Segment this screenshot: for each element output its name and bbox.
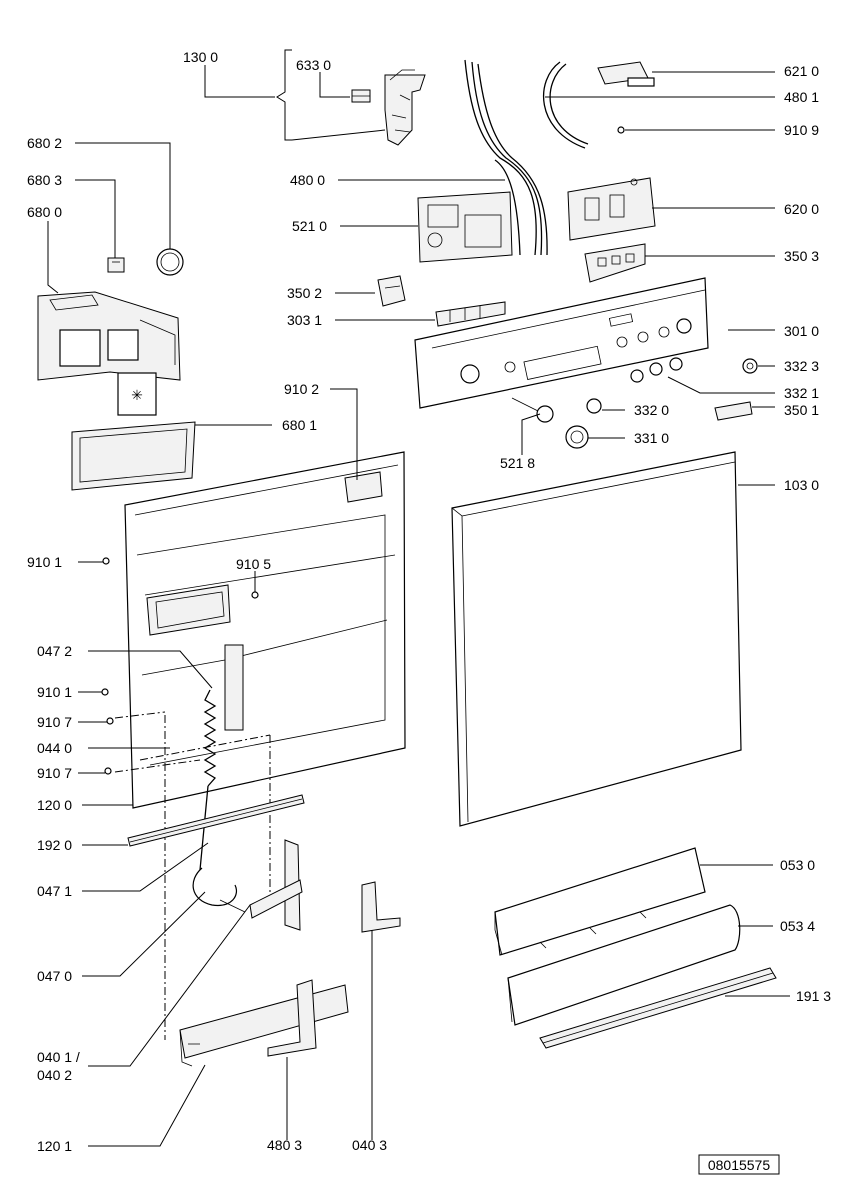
screw-910-5 bbox=[251, 591, 259, 599]
label-332-3: 332 3 bbox=[784, 358, 819, 374]
part-332-3-knob bbox=[742, 358, 758, 374]
label-040-2: 040 2 bbox=[37, 1067, 72, 1083]
label-044-0: 044 0 bbox=[37, 740, 72, 756]
label-620-0: 620 0 bbox=[784, 201, 819, 217]
label-521-0: 521 0 bbox=[292, 218, 327, 234]
screw-910-7b bbox=[104, 767, 112, 775]
label-350-3: 350 3 bbox=[784, 248, 819, 264]
label-521-8: 521 8 bbox=[500, 455, 535, 471]
part-301-0-control-panel bbox=[414, 277, 709, 409]
label-120-0: 120 0 bbox=[37, 797, 72, 813]
part-053-4-kick-cover bbox=[507, 904, 741, 1026]
label-633-0: 633 0 bbox=[296, 57, 331, 73]
label-332-0: 332 0 bbox=[634, 402, 669, 418]
part-191-3-seal-strip bbox=[539, 967, 777, 1049]
part-620-0-housing bbox=[567, 177, 656, 241]
label-480-3: 480 3 bbox=[267, 1137, 302, 1153]
part-910-9-screw bbox=[617, 126, 625, 134]
label-047-2: 047 2 bbox=[37, 643, 72, 659]
screw-910-7a bbox=[106, 717, 114, 725]
label-910-7b: 910 7 bbox=[37, 765, 72, 781]
part-192-0-rail bbox=[127, 794, 305, 847]
screw-910-1b bbox=[101, 688, 109, 696]
label-480-1: 480 1 bbox=[784, 89, 819, 105]
part-040-3-bracket bbox=[361, 881, 401, 933]
part-350-3-button-insert bbox=[584, 243, 646, 283]
label-480-0: 480 0 bbox=[290, 172, 325, 188]
part-331-0-knob bbox=[565, 425, 589, 449]
part-521-0-control-board bbox=[417, 191, 513, 263]
part-633-0-clip bbox=[351, 89, 371, 103]
part-120-0-inner-door bbox=[124, 451, 406, 809]
part-053-0-kickplate bbox=[494, 847, 706, 956]
part-350-2-switch bbox=[377, 275, 406, 307]
part-480-3-bracket bbox=[267, 979, 317, 1057]
label-192-0: 192 0 bbox=[37, 837, 72, 853]
label-130-0: 130 0 bbox=[183, 49, 218, 65]
part-303-1-button-strip bbox=[435, 301, 506, 327]
label-621-0: 621 0 bbox=[784, 63, 819, 79]
label-047-0: 047 0 bbox=[37, 968, 72, 984]
label-680-0: 680 0 bbox=[27, 204, 62, 220]
document-code: 08015575 bbox=[698, 1154, 780, 1175]
label-680-3: 680 3 bbox=[27, 172, 62, 188]
part-621-0-board bbox=[597, 61, 655, 87]
label-301-0: 301 0 bbox=[784, 323, 819, 339]
part-680-0-dispenser: ✳ bbox=[37, 291, 181, 416]
part-103-0-door-panel bbox=[451, 451, 742, 827]
leader-lines bbox=[47, 49, 790, 1147]
part-040-1-bracket bbox=[249, 839, 303, 931]
part-332-1-knobs bbox=[630, 357, 683, 383]
label-303-1: 303 1 bbox=[287, 312, 322, 328]
label-040-1: 040 1 / bbox=[37, 1049, 80, 1065]
label-350-1: 350 1 bbox=[784, 402, 819, 418]
label-053-4: 053 4 bbox=[780, 918, 815, 934]
part-680-2-ring bbox=[156, 248, 184, 276]
part-350-1-label bbox=[714, 401, 753, 421]
label-047-1: 047 1 bbox=[37, 883, 72, 899]
label-120-1: 120 1 bbox=[37, 1138, 72, 1154]
part-130-0-latch-assembly bbox=[384, 69, 426, 146]
assembly-guides bbox=[114, 711, 271, 1040]
part-480-0-wiring bbox=[464, 59, 548, 256]
part-480-1-wiring bbox=[542, 61, 589, 149]
svg-text:✳: ✳ bbox=[131, 387, 143, 403]
part-332-0-knob bbox=[586, 398, 602, 414]
label-910-1a: 910 1 bbox=[27, 554, 62, 570]
part-680-3-small-part bbox=[107, 257, 125, 273]
label-331-0: 331 0 bbox=[634, 430, 669, 446]
label-910-1b: 910 1 bbox=[37, 684, 72, 700]
label-680-2: 680 2 bbox=[27, 135, 62, 151]
label-910-7a: 910 7 bbox=[37, 714, 72, 730]
part-680-1-gasket bbox=[71, 421, 196, 491]
callout-labels: 130 0 633 0 680 2 680 3 680 0 621 0 480 … bbox=[27, 49, 831, 1154]
screws bbox=[101, 557, 259, 775]
label-910-2: 910 2 bbox=[284, 381, 319, 397]
label-910-9: 910 9 bbox=[784, 122, 819, 138]
part-047-0-hook bbox=[192, 867, 246, 913]
label-680-1: 680 1 bbox=[282, 417, 317, 433]
screw-910-1a bbox=[102, 557, 110, 565]
label-103-0: 103 0 bbox=[784, 477, 819, 493]
label-910-5: 910 5 bbox=[236, 556, 271, 572]
label-191-3: 191 3 bbox=[796, 988, 831, 1004]
part-120-1-bottom-plate bbox=[179, 984, 349, 1067]
label-040-3: 040 3 bbox=[352, 1137, 387, 1153]
document-code-text: 08015575 bbox=[708, 1157, 771, 1173]
label-350-2: 350 2 bbox=[287, 285, 322, 301]
part-521-8-sensor bbox=[511, 397, 554, 423]
label-332-1: 332 1 bbox=[784, 385, 819, 401]
label-053-0: 053 0 bbox=[780, 857, 815, 873]
